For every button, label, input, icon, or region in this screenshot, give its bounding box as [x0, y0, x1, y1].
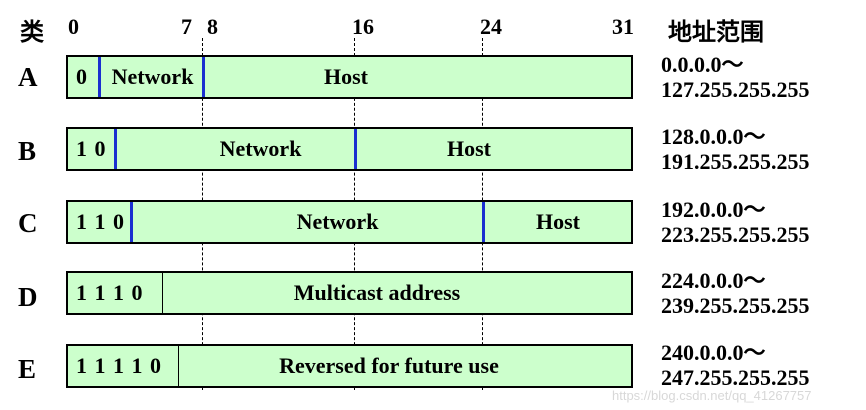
bit-label-31: 31 [612, 14, 634, 39]
class-a-network-host-divider [202, 57, 205, 97]
class-d-prefix-bits: 1 1 1 0 [76, 280, 144, 305]
class-c-range-start: 192.0.0.0～ [661, 197, 766, 222]
class-b-range-start: 128.0.0.0～ [661, 124, 766, 149]
class-e-prefix-bits: 1 1 1 1 0 [76, 353, 162, 378]
watermark: https://blog.csdn.net/qq_41267757 [612, 388, 812, 403]
class-c-letter: C [18, 208, 38, 238]
class-c-prefix-bits: 1 1 0 [76, 209, 125, 234]
class-a-prefix-bits: 0 [76, 64, 88, 89]
class-c-host-field: Host [536, 209, 580, 234]
class-a-range-end: 127.255.255.255 [661, 77, 810, 102]
class-column-header: 类 [20, 17, 44, 46]
class-e-bar: 1 1 1 1 0 Reversed for future use [66, 344, 633, 388]
class-c-bar: 1 1 0 Network Host [66, 200, 633, 244]
class-e-letter: E [18, 354, 37, 384]
bit-label-16: 16 [352, 14, 374, 39]
class-e-range-start: 240.0.0.0～ [661, 340, 766, 365]
class-a-bar: 0 Network Host [66, 55, 633, 99]
class-a-letter: A [18, 62, 38, 92]
class-d-multicast-field: Multicast address [293, 280, 461, 305]
bit-label-0: 0 [68, 14, 79, 39]
class-d-letter: D [18, 282, 38, 312]
class-c-range: 192.0.0.0～ 223.255.255.255 [661, 197, 810, 247]
bit-label-8: 8 [207, 14, 218, 39]
class-c-range-end: 223.255.255.255 [661, 222, 810, 247]
class-d-prefix-divider [162, 273, 163, 313]
address-range-header: 地址范围 [668, 17, 764, 46]
class-b-bar: 1 0 Network Host [66, 127, 633, 171]
class-d-range-end: 239.255.255.255 [661, 293, 810, 318]
bit-label-7: 7 [181, 14, 192, 39]
class-a-network-start-divider [98, 57, 101, 97]
class-e-prefix-divider [178, 346, 179, 386]
class-d-range: 224.0.0.0～ 239.255.255.255 [661, 268, 810, 318]
class-b-letter: B [18, 136, 37, 166]
class-d-range-start: 224.0.0.0～ [661, 268, 766, 293]
class-c-network-host-divider [482, 202, 485, 242]
class-e-reserved-field: Reversed for future use [279, 353, 499, 378]
class-b-host-field: Host [447, 136, 491, 161]
bit-label-24: 24 [480, 14, 502, 39]
class-a-range: 0.0.0.0～ 127.255.255.255 [661, 52, 810, 102]
class-b-network-start-divider [114, 129, 117, 169]
class-c-network-start-divider [130, 202, 133, 242]
class-e-range-end: 247.255.255.255 [661, 365, 810, 390]
class-b-range: 128.0.0.0～ 191.255.255.255 [661, 124, 810, 174]
class-a-network-field: Network [111, 64, 194, 89]
class-c-network-field: Network [296, 209, 379, 234]
class-b-prefix-bits: 1 0 [76, 136, 107, 161]
class-b-range-end: 191.255.255.255 [661, 149, 810, 174]
class-a-range-start: 0.0.0.0～ [661, 52, 744, 77]
class-b-network-field: Network [219, 136, 302, 161]
class-b-network-host-divider [354, 129, 357, 169]
class-e-range: 240.0.0.0～ 247.255.255.255 [661, 340, 810, 390]
class-d-bar: 1 1 1 0 Multicast address [66, 271, 633, 315]
class-a-host-field: Host [324, 64, 368, 89]
